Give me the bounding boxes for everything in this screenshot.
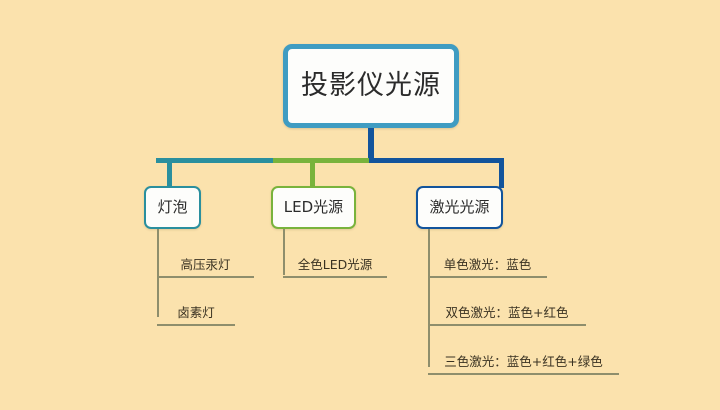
connector-spine-teal: [156, 158, 275, 163]
node-root-projector-light-source[interactable]: 投影仪光源: [283, 44, 459, 128]
node-laser-label: 激光光源: [429, 197, 490, 216]
leaf-laser-dual-color[interactable]: 双色激光：蓝色+红色: [428, 296, 586, 326]
node-laser[interactable]: 激光光源: [416, 186, 503, 229]
leaf-led-full-color-label: 全色LED光源: [297, 257, 373, 272]
connector-root-stem: [368, 128, 374, 160]
node-bulb[interactable]: 灯泡: [144, 186, 201, 229]
node-root-label: 投影仪光源: [301, 70, 441, 102]
leaf-laser-single-color[interactable]: 单色激光：蓝色: [428, 248, 547, 278]
leaf-bulb-halogen-lamp[interactable]: 卤素灯: [157, 296, 235, 326]
leaf-bulb-halogen-lamp-label: 卤素灯: [177, 305, 215, 320]
node-led[interactable]: LED光源: [271, 186, 356, 229]
connector-trunk-bulb: [157, 229, 159, 317]
connector-drop-laser: [499, 158, 504, 188]
leaf-laser-single-color-label: 单色激光：蓝色: [443, 257, 532, 272]
connector-trunk-laser: [428, 229, 430, 367]
connector-spine-blue: [369, 158, 504, 163]
leaf-bulb-mercury-lamp[interactable]: 高压汞灯: [157, 248, 254, 278]
leaf-led-full-color[interactable]: 全色LED光源: [283, 248, 387, 278]
connector-drop-led: [310, 158, 315, 188]
connector-drop-bulb: [167, 158, 172, 188]
leaf-laser-triple-color-label: 三色激光：蓝色+红色+绿色: [444, 354, 603, 369]
leaf-laser-dual-color-label: 双色激光：蓝色+红色: [445, 305, 569, 320]
node-led-label: LED光源: [283, 197, 344, 216]
connector-spine-green: [273, 158, 372, 163]
connector-trunk-led: [283, 229, 285, 275]
node-bulb-label: 灯泡: [157, 197, 188, 216]
leaf-laser-triple-color[interactable]: 三色激光：蓝色+红色+绿色: [428, 345, 619, 375]
leaf-bulb-mercury-lamp-label: 高压汞灯: [180, 257, 231, 272]
